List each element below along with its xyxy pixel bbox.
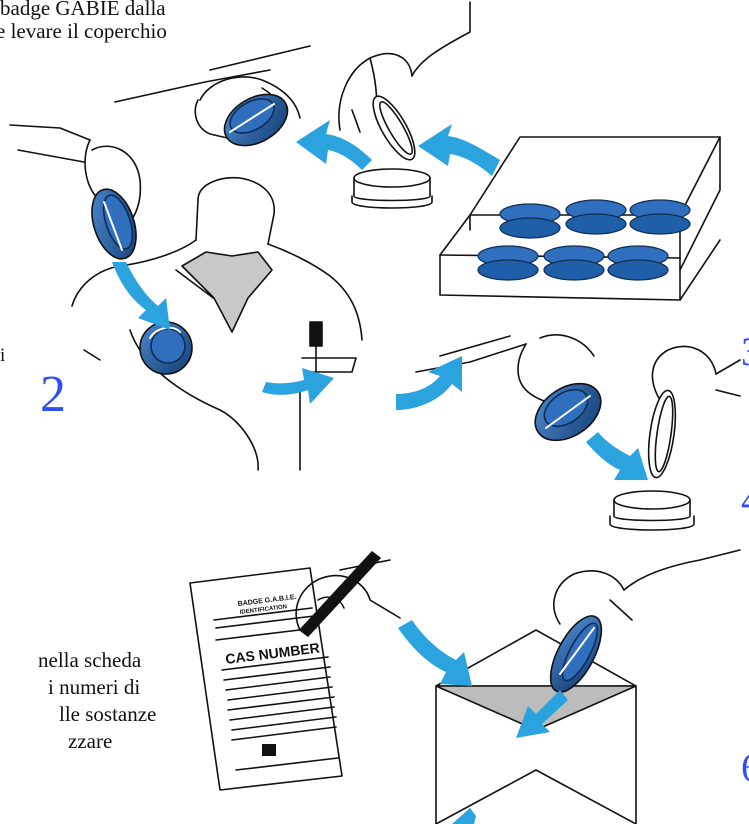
arrow-badge-to-holder-right <box>586 432 648 480</box>
badge-on-chest <box>140 322 192 374</box>
arrow-holder-to-hand <box>296 120 372 170</box>
hand-holding-cover-top <box>339 2 470 132</box>
cover-disc-right <box>644 389 680 479</box>
arrow-chest-to-right <box>262 368 334 404</box>
shirt-collar <box>182 252 272 332</box>
arrow-to-chest <box>112 262 170 330</box>
cover-disc <box>366 91 423 165</box>
badge-left <box>84 184 144 265</box>
hand-holding-badge-envelope <box>554 550 740 624</box>
arrow-form-to-envelope <box>398 620 472 686</box>
arrow-middle <box>396 356 462 410</box>
badge-holder-right <box>610 491 694 530</box>
arrow-box-to-holder <box>418 124 500 176</box>
pocket-pen <box>302 322 356 372</box>
stored-badges <box>478 200 690 280</box>
badge-top <box>216 84 297 156</box>
badge-holder-top <box>352 169 432 208</box>
arrow-envelope-bottom <box>452 808 476 824</box>
